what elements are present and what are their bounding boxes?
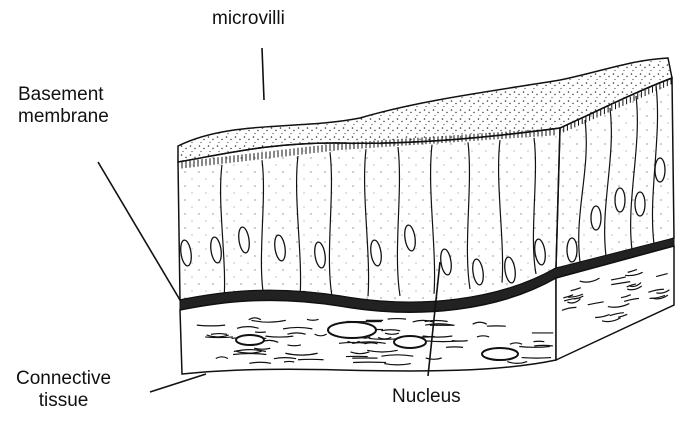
collagen-fiber [534, 345, 553, 346]
fibroblast [236, 335, 264, 345]
basement-membrane-label: Basement membrane [18, 84, 109, 128]
fibroblast [328, 322, 376, 338]
nucleus-label: Nucleus [392, 386, 461, 408]
collagen-fiber [452, 341, 468, 342]
connective-tissue-label-line1: Connective [16, 368, 111, 390]
collagen-fiber [522, 358, 551, 359]
fibroblast [482, 348, 518, 360]
nucleus [635, 192, 645, 216]
microvilli-leader [262, 48, 264, 100]
connective-leader [150, 374, 206, 392]
nucleus [591, 206, 601, 230]
collagen-fiber [446, 347, 463, 348]
fibroblast [394, 336, 426, 348]
collagen-fiber [388, 319, 406, 320]
nucleus [655, 158, 665, 182]
nucleus [567, 238, 577, 262]
basement-membrane-label-line2: membrane [18, 106, 109, 128]
collagen-fiber [284, 361, 294, 362]
connective-tissue-label-line2: tissue [16, 390, 111, 412]
nucleus [615, 188, 625, 212]
basement-membrane-label-line1: Basement [18, 84, 109, 106]
connective-tissue-label: Connective tissue [16, 368, 111, 412]
microvilli-label: microvilli [212, 8, 285, 30]
basement-leader [98, 162, 180, 300]
